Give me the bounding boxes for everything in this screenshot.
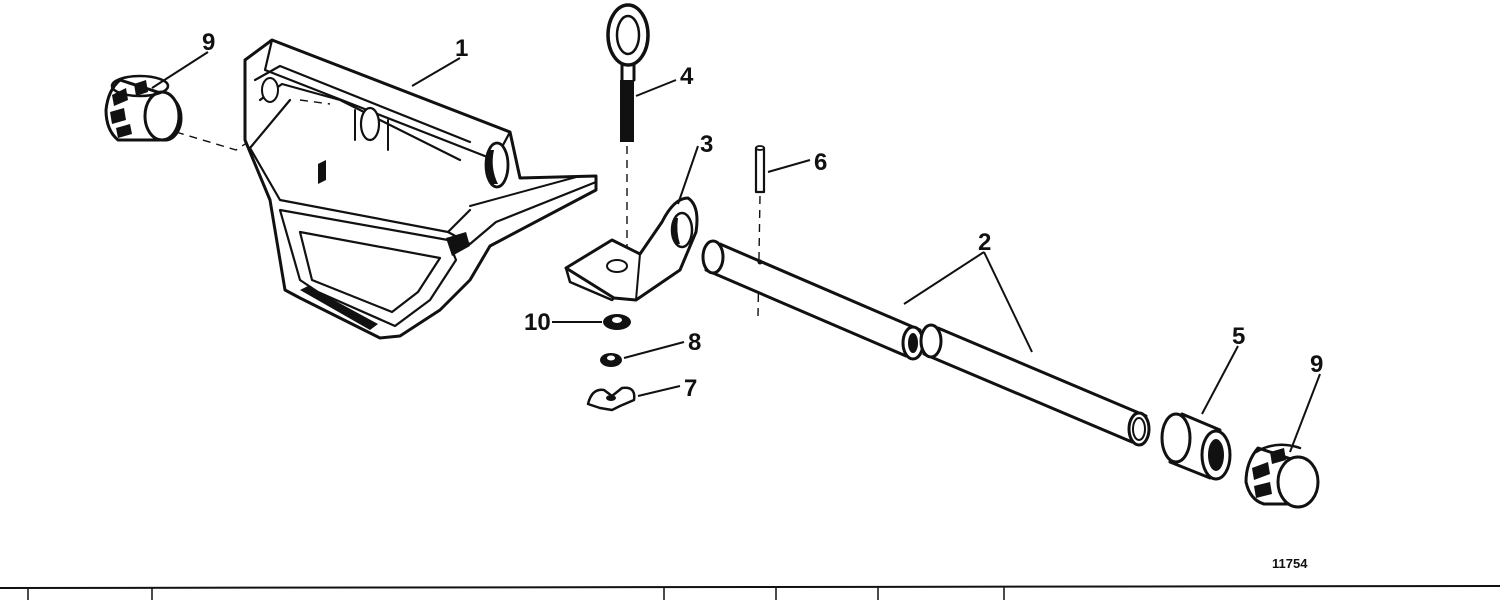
angle-bracket [564,196,699,302]
eye-bolt [606,3,650,142]
callout-5: 5 [1232,323,1245,350]
tube-lower [919,323,1151,447]
callout-4: 4 [680,63,694,90]
wing-nut [586,386,636,412]
knob-left [104,74,183,142]
figure-number: 11754 [1272,556,1308,571]
knob-right [1244,443,1320,509]
lock-washer [600,353,622,367]
bushing [1160,412,1232,481]
flat-washer [603,314,631,330]
callout-9-left: 9 [202,29,215,56]
parts-table-edge [0,585,1500,600]
callout-1: 1 [455,35,468,62]
callout-6: 6 [814,149,827,176]
callout-9-right: 9 [1310,351,1323,378]
callout-8: 8 [688,329,701,356]
tube-upper [701,239,925,361]
bracket [243,38,598,340]
dash-pin-axis [757,195,761,317]
pin [754,145,766,194]
leader-lines [151,51,1321,453]
callout-7: 7 [684,375,697,402]
callout-10: 10 [524,309,551,336]
callout-3: 3 [700,131,713,158]
callout-2: 2 [978,229,991,256]
